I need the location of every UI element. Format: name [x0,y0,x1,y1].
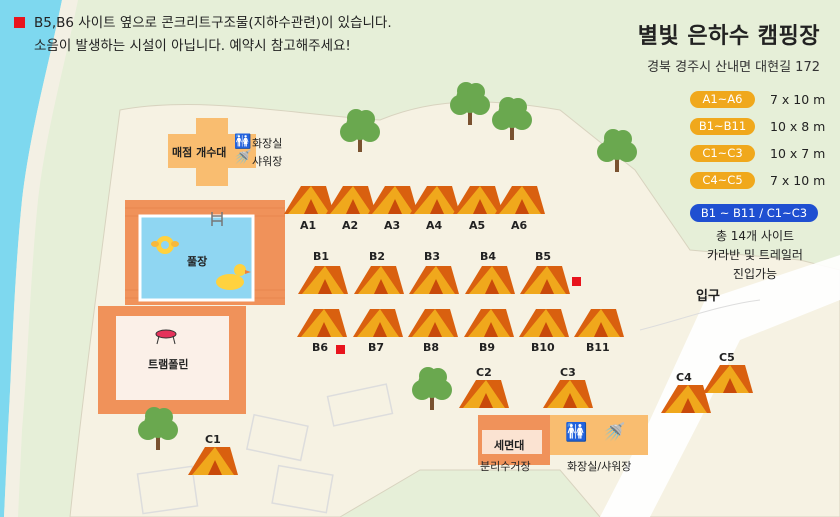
restroom-icon: 🚻 [234,134,252,150]
site-label: B7 [368,341,385,354]
site-label: C1 [205,433,221,446]
site-label: B6 [312,341,329,354]
rv-range-pill: B1 ~ B11 / C1~C3 [690,204,818,222]
entrance-label: 입구 [696,289,720,304]
site-label: C3 [560,366,576,379]
tent-icon-B10[interactable] [519,309,569,337]
tent-icon-B4[interactable] [465,266,515,294]
pool-water [138,214,255,302]
legend-size: 7 x 10 m [770,92,826,107]
legend-pill: C1~C3 [690,145,755,162]
trampoline-area [116,316,229,400]
site-label: B10 [531,341,555,354]
tree-icon [492,97,532,140]
tent-icon-B7[interactable] [353,309,403,337]
trampoline-icon [155,329,177,345]
sink-label: 세면대 [494,439,525,452]
trampoline-label: 트램폴린 [148,358,189,371]
site-label: A3 [384,219,401,232]
shower-label: 샤워장 [252,155,283,168]
tree-icon [138,407,178,450]
site-label: B2 [369,250,386,263]
restroom-label: 화장실 [252,137,283,150]
site-label: B9 [479,341,496,354]
tent-icon-C2[interactable] [459,380,509,408]
store-building [168,118,256,186]
store-label: 매점 개수대 [172,146,227,159]
site-label: A2 [342,219,359,232]
info-total: 총 14개 사이트 [715,229,795,243]
tent-icon-B8[interactable] [408,309,458,337]
tent-icon-A6[interactable] [495,186,545,214]
legend-pill: C4~C5 [690,172,755,189]
site-label: B3 [424,250,441,263]
restroom-shower-label: 화장실/샤워장 [567,460,632,473]
site-label: C2 [476,366,492,379]
pool-label: 풀장 [187,255,208,268]
tent-icon-B2[interactable] [354,266,404,294]
pool-float-icon [151,236,179,254]
tent-icon-A1[interactable] [284,186,334,214]
tree-icon [597,129,637,172]
tent-icon-A3[interactable] [368,186,418,214]
tent-icon-A5[interactable] [453,186,503,214]
legend-size: 10 x 8 m [770,119,826,134]
shower-icon: 🚿 [234,150,252,166]
notice: B5,B6 사이트 옆으로 콘크리트구조물(지하수관련)이 있습니다. 소음이 … [14,12,392,58]
legend-pill: B1~B11 [690,118,755,135]
tent-icon-B5[interactable] [520,266,570,294]
site-label: B8 [423,341,440,354]
tent-icon-B6[interactable] [297,309,347,337]
address: 경북 경주시 산내면 대현길 172 [647,60,820,75]
river [0,0,62,517]
tent-icon-C1[interactable] [188,447,238,475]
notice-line-1: B5,B6 사이트 옆으로 콘크리트구조물(지하수관련)이 있습니다. [34,15,392,31]
tent-icon-B9[interactable] [464,309,514,337]
tree-icon [412,367,452,410]
concrete-structure-marker [336,345,345,354]
site-label: C4 [676,371,692,384]
site-label: B4 [480,250,497,263]
page-title: 별빛 은하수 캠핑장 [637,24,820,49]
site-info: 총 14개 사이트 카라반 및 트레일러 진입가능 [690,227,820,284]
site-label: C5 [719,351,735,364]
site-label: A1 [300,219,317,232]
legend: A1~A6 7 x 10 m B1~B11 10 x 8 m C1~C3 10 … [690,91,830,201]
site-label: A6 [511,219,528,232]
tent-icon-B3[interactable] [409,266,459,294]
site-label: A5 [469,219,486,232]
recycle-label: 분리수거장 [480,460,531,473]
restroom-icon: 🚻 [565,422,588,443]
tent-icon-A2[interactable] [326,186,376,214]
info-caravan: 카라반 및 트레일러 [707,248,803,262]
tent-icon-B1[interactable] [298,266,348,294]
concrete-structure-marker [572,277,581,286]
tent-icon-C4[interactable] [661,385,711,413]
entrance-road [600,255,840,517]
tent-icon-A4[interactable] [410,186,460,214]
restroom-shower-building [550,415,648,455]
site-label: B11 [586,341,610,354]
red-square-icon [14,17,25,28]
duck-float-icon [216,264,251,290]
shower-icon: 🚿 [603,422,626,443]
site-label: B5 [535,250,552,263]
legend-pill: A1~A6 [690,91,755,108]
tent-icon-C5[interactable] [703,365,753,393]
site-label: A4 [426,219,443,232]
notice-line-2: 소음이 발생하는 시설이 아닙니다. 예약시 참고해주세요! [34,38,351,54]
legend-size: 10 x 7 m [770,146,826,161]
tent-icon-B11[interactable] [574,309,624,337]
tree-icon [450,82,490,125]
site-label: B1 [313,250,330,263]
info-entry: 진입가능 [732,267,778,281]
tree-icon [340,109,380,152]
tent-icon-C3[interactable] [543,380,593,408]
legend-size: 7 x 10 m [770,173,826,188]
